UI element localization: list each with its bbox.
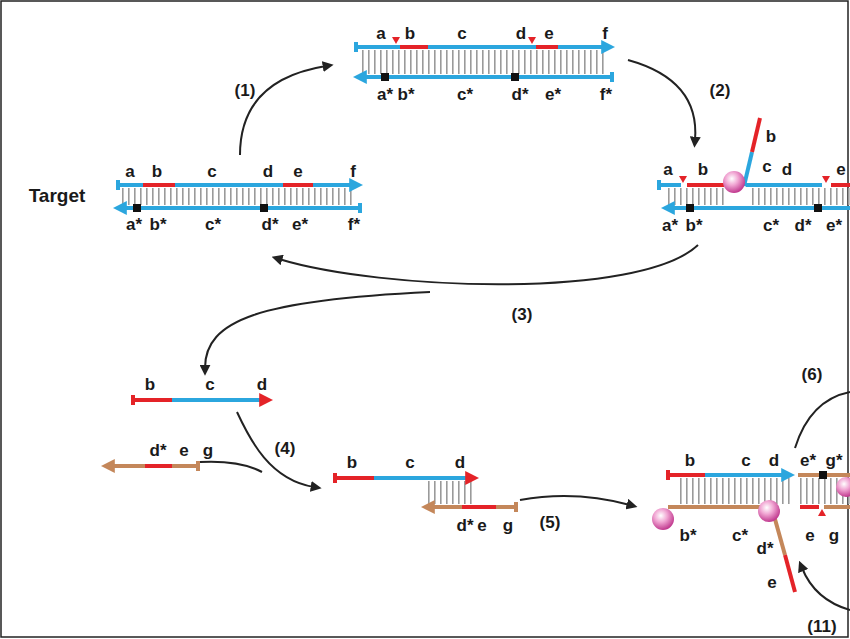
domain-label: b* — [150, 216, 167, 233]
domain-label: b — [698, 161, 708, 178]
domain-label: e — [544, 25, 553, 42]
domain-label: c* — [457, 86, 473, 103]
domain-label: e* — [292, 216, 308, 233]
domain-label: e* — [826, 217, 842, 234]
domain-label: d* — [757, 540, 774, 557]
step-number: (2) — [710, 82, 731, 99]
domain-label: f* — [600, 86, 612, 103]
domain-label: b* — [686, 217, 703, 234]
domain-label: c* — [763, 217, 779, 234]
domain-label: e — [767, 574, 776, 591]
domain-label: a — [376, 25, 385, 42]
step-number: (4) — [275, 440, 296, 457]
domain-label: b — [145, 376, 155, 393]
domain-label: b* — [680, 527, 697, 544]
target-label: Target — [29, 186, 86, 205]
domain-label: f* — [348, 216, 360, 233]
template-strand — [112, 461, 200, 471]
step-number: (11) — [807, 618, 836, 635]
domain-label: b — [766, 128, 776, 145]
domain-label: d — [782, 161, 792, 178]
domain-label: e* — [800, 452, 816, 469]
domain-label: e — [836, 161, 845, 178]
reaction-arrows — [200, 60, 850, 610]
domain-label: d* — [150, 442, 167, 459]
domain-label: b — [685, 452, 695, 469]
domain-label: d — [455, 454, 465, 471]
domain-label: g — [829, 527, 839, 544]
domain-label: b — [347, 454, 357, 471]
displacement-complex — [657, 118, 850, 212]
domain-label: d — [769, 452, 779, 469]
domain-label: c — [207, 163, 216, 180]
domain-label: d* — [512, 86, 529, 103]
domain-label: b — [405, 25, 415, 42]
domain-label: e — [477, 517, 486, 534]
domain-label: a* — [126, 216, 142, 233]
domain-label: e — [293, 163, 302, 180]
domain-label: g* — [826, 452, 843, 469]
domain-label: c — [405, 454, 414, 471]
domain-label: e — [805, 527, 814, 544]
domain-label: a — [125, 163, 134, 180]
domain-label: d — [257, 376, 267, 393]
domain-label: d* — [457, 517, 474, 534]
domain-label: f — [602, 25, 608, 42]
domain-label: a* — [377, 86, 393, 103]
released-strand — [131, 395, 262, 405]
domain-label: b* — [398, 86, 415, 103]
nicked-duplex — [354, 37, 614, 82]
step-number: (3) — [512, 306, 533, 323]
domain-label: c* — [205, 216, 221, 233]
domain-label: e — [179, 442, 188, 459]
target-duplex — [116, 180, 362, 213]
domain-label: b — [152, 163, 162, 180]
extension-complex — [652, 470, 850, 592]
domain-label: c — [457, 25, 466, 42]
domain-label: c — [205, 376, 214, 393]
domain-label: d* — [262, 216, 279, 233]
domain-label: d* — [795, 217, 812, 234]
domain-label: c — [762, 158, 771, 175]
hybrid-complex — [333, 473, 518, 512]
domain-label: a — [663, 161, 672, 178]
domain-label: e* — [545, 86, 561, 103]
domain-label: a* — [662, 217, 678, 234]
domain-label: d — [516, 25, 526, 42]
domain-label: g — [203, 442, 213, 459]
step-number: (6) — [802, 366, 823, 383]
step-number: (1) — [235, 82, 256, 99]
domain-label: f — [350, 163, 356, 180]
domain-label: c — [741, 452, 750, 469]
step-number: (5) — [540, 514, 561, 531]
domain-label: g — [503, 517, 513, 534]
domain-label: c* — [732, 527, 748, 544]
domain-label: d — [263, 163, 273, 180]
